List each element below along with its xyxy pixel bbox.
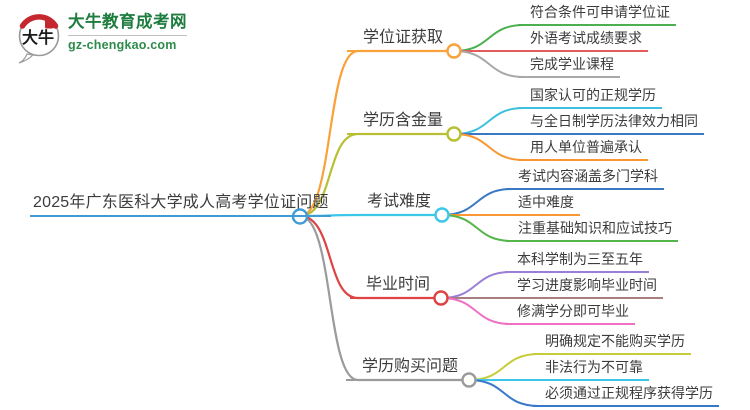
- leaf-curve: [453, 133, 525, 161]
- leaf-curve: [441, 188, 513, 216]
- logo-domain: gz-chengkao.com: [68, 38, 177, 53]
- leaf-label: 修满学分即可毕业: [505, 303, 635, 325]
- logo-bubble-icon: 大牛: [18, 14, 60, 64]
- leaf-label: 非法行为不可靠: [533, 359, 649, 381]
- site-logo[interactable]: 大牛 大牛教育成考网 gz-chengkao.com: [14, 11, 187, 64]
- leaf-label: 考试内容涵盖多门学科: [506, 168, 664, 190]
- leaf-curve: [440, 297, 512, 325]
- leaf-curve: [440, 271, 512, 299]
- leaf-label: 明确规定不能购买学历: [533, 333, 691, 355]
- branch-label: 毕业时间: [349, 275, 435, 299]
- leaf-label: 本科学制为三至五年: [505, 251, 649, 273]
- leaf-curve: [468, 353, 540, 381]
- branch-node-circle: [433, 290, 449, 306]
- logo-title: 大牛教育成考网: [68, 13, 187, 31]
- branch-label: 学历含金量: [346, 111, 448, 135]
- leaf-label: 国家认可的正规学历: [518, 87, 662, 109]
- branch-node-circle: [434, 207, 450, 223]
- leaf-curve: [453, 50, 525, 78]
- logo-divider: [68, 35, 187, 37]
- branch-label: 考试难度: [350, 192, 436, 216]
- central-topic: 2025年广东医科大学成人高考学位证问题: [30, 193, 331, 217]
- leaf-label: 必须通过正规程序获得学历: [533, 385, 719, 407]
- leaf-label: 用人单位普遍承认: [518, 139, 648, 161]
- leaf-label: 完成学业课程: [518, 56, 620, 78]
- branch-label: 学位证获取: [346, 28, 448, 52]
- logo-icon-text: 大牛: [22, 28, 54, 47]
- branch-curve: [299, 49, 447, 218]
- leaf-label: 外语考试成绩要求: [518, 30, 648, 52]
- leaf-label: 与全日制学历法律效力相同: [518, 113, 704, 135]
- leaf-curve: [453, 24, 525, 52]
- leaf-label: 注重基础知识和应试技巧: [506, 220, 678, 242]
- leaf-curve: [468, 379, 540, 407]
- leaf-label: 适中难度: [506, 194, 580, 216]
- branch-curve: [299, 214, 462, 382]
- branch-node-circle: [446, 126, 462, 142]
- leaf-curve: [453, 107, 525, 135]
- branch-node-circle: [446, 43, 462, 59]
- leaf-curve: [441, 214, 513, 242]
- branch-label: 学历购买问题: [345, 357, 463, 381]
- leaf-label: 符合条件可申请学位证: [518, 4, 676, 26]
- logo-text-block: 大牛教育成考网 gz-chengkao.com: [68, 11, 187, 52]
- leaf-label: 学习进度影响毕业时间: [505, 277, 663, 299]
- branch-node-circle: [461, 372, 477, 388]
